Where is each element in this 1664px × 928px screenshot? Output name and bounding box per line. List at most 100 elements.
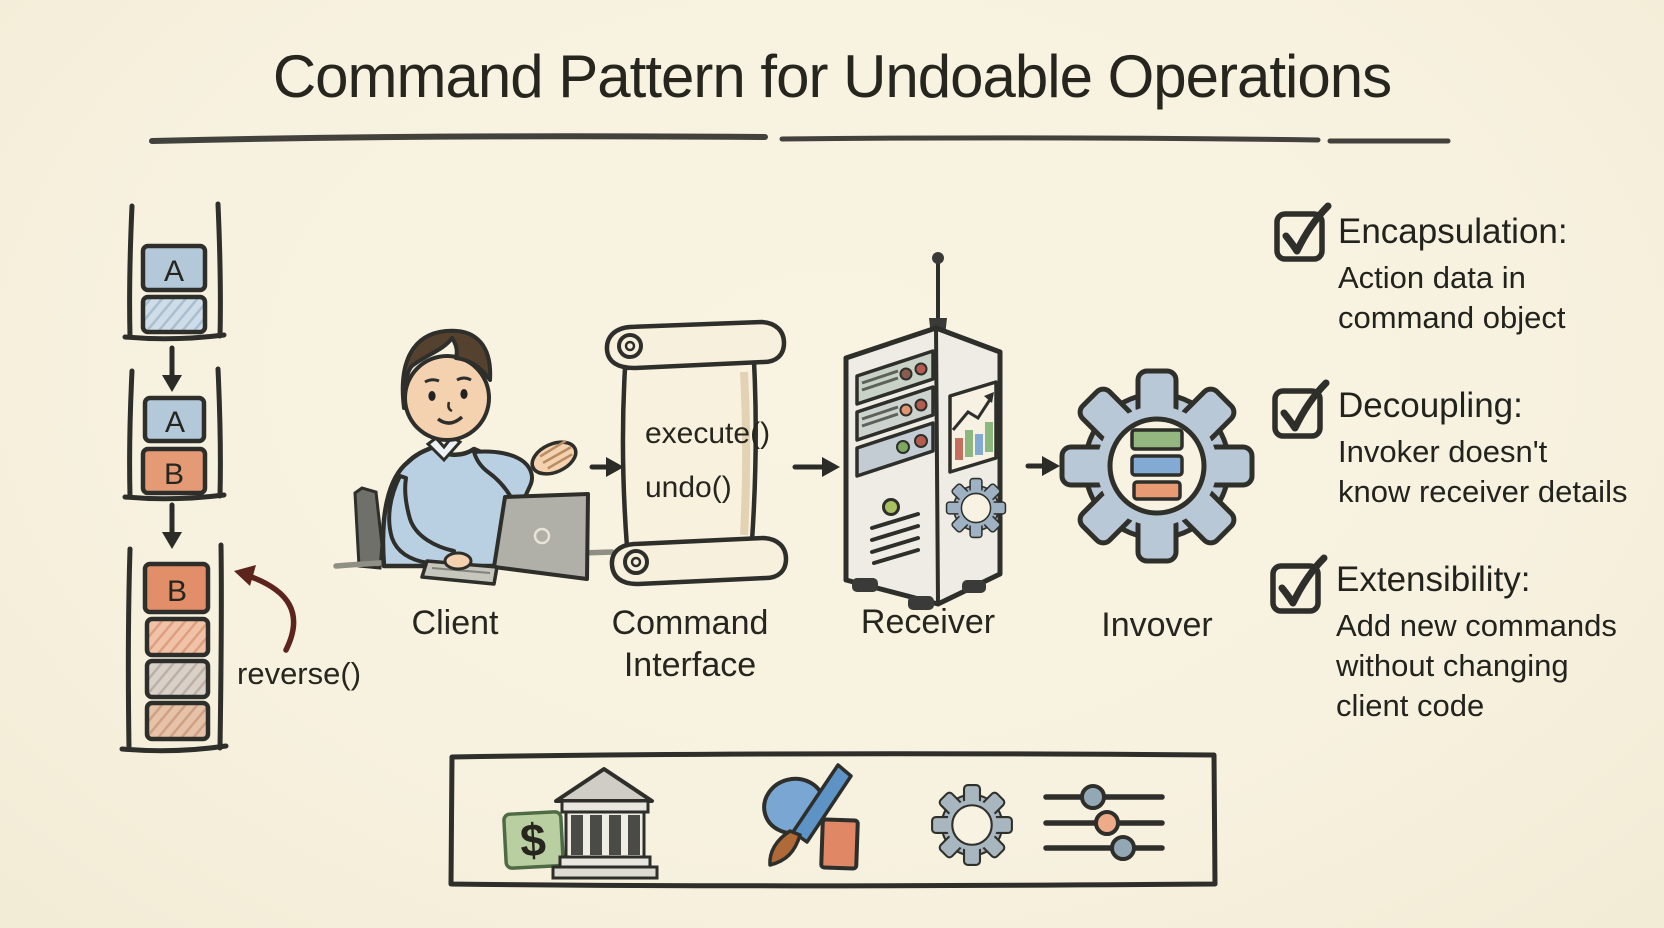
bank-pediment — [554, 767, 654, 803]
brush-handle — [791, 763, 853, 844]
benefit-encapsulation: Encapsulation: Action data in command ob… — [1338, 212, 1568, 338]
vents — [870, 512, 920, 565]
client-label: Client — [412, 604, 499, 642]
scroll-curl-inner — [624, 340, 636, 352]
receiver-server — [843, 252, 1007, 610]
scroll-curl — [617, 333, 643, 359]
stack-block-b — [142, 561, 211, 615]
eye — [460, 389, 468, 399]
laptop-logo — [533, 527, 551, 545]
scroll-curl — [623, 549, 649, 575]
scroll-body — [620, 359, 758, 550]
eye — [428, 391, 436, 401]
chart-bar — [965, 430, 973, 457]
flow-arrow-icon — [589, 457, 624, 477]
server-foot — [962, 580, 986, 593]
down-arrow-icon — [162, 502, 182, 549]
method-undo: undo() — [645, 471, 732, 504]
power-led — [882, 498, 900, 516]
paint-swatch — [819, 817, 860, 871]
bay-light — [899, 403, 913, 417]
checked-checkbox-icon — [1277, 206, 1328, 259]
key-row — [431, 567, 491, 574]
laptop-keyboard — [420, 559, 499, 586]
command-interface-label-1: Command — [612, 604, 769, 642]
invoker-label: Invover — [1101, 606, 1213, 644]
reverse-arrow-icon — [234, 565, 297, 653]
example-strip: $ — [448, 751, 1218, 889]
drive-bay — [855, 421, 935, 478]
benefit-heading: Encapsulation: — [1338, 212, 1568, 251]
receiver-label: Receiver — [861, 603, 995, 641]
benefit-line: Action data in — [1338, 260, 1526, 295]
scroll-top-roll — [604, 319, 787, 371]
dollar-bank-icon: $ — [502, 767, 659, 880]
slider-knob — [1080, 784, 1106, 810]
chair — [353, 486, 384, 570]
flow-arrow-icon — [1025, 456, 1060, 476]
palette-brush-icon — [762, 763, 860, 871]
chart-bar — [955, 438, 963, 460]
invoker-bar-green — [1130, 428, 1184, 451]
reverse-label: reverse() — [237, 656, 361, 691]
command-scroll: execute() undo() — [604, 319, 789, 587]
scroll-shading — [740, 371, 751, 536]
bay-light — [899, 367, 913, 381]
page-title: Command Pattern for Undoable Operations — [272, 43, 1392, 110]
bay-light — [914, 434, 928, 448]
chart-bar — [975, 434, 983, 455]
stack-block-a — [140, 243, 208, 293]
gear-sliders-icon — [931, 784, 1165, 866]
side-gear-icon — [945, 477, 1007, 539]
undo-stack-step-3: B — [119, 542, 229, 754]
undo-stack-step-2: A B — [122, 366, 227, 502]
checked-checkbox-icon — [1275, 383, 1326, 436]
down-arrow-icon — [162, 345, 182, 392]
stack-block-empty — [144, 658, 211, 700]
stack-block-empty — [140, 294, 208, 335]
hair — [400, 328, 493, 410]
bay-light — [896, 440, 910, 454]
trend-arrowhead — [984, 392, 994, 403]
smile — [436, 415, 464, 425]
stack-block-b — [140, 446, 208, 496]
benefit-line: command object — [1338, 300, 1566, 335]
nose — [447, 401, 453, 413]
stack-block-empty — [144, 616, 211, 658]
scroll-bottom-roll — [609, 535, 789, 587]
invoker-gear-icon — [1062, 371, 1252, 561]
laptop-screen — [492, 492, 590, 581]
benefit-line: Invoker doesn't — [1338, 434, 1548, 469]
checked-checkbox-icon — [1273, 558, 1324, 611]
trend-line — [951, 397, 993, 431]
stack-block-a — [142, 395, 207, 444]
benefit-heading: Decoupling: — [1338, 386, 1523, 425]
brow — [456, 376, 472, 382]
invoker-bar-orange — [1132, 480, 1182, 501]
head — [403, 354, 491, 442]
client-figure — [333, 328, 615, 586]
antenna-tip — [932, 252, 944, 264]
brow — [424, 378, 440, 384]
scroll-curl-inner — [630, 556, 642, 568]
open-hand — [530, 439, 578, 476]
command-interface-label-2: Interface — [624, 646, 756, 684]
benefit-line: Add new commands — [1336, 608, 1617, 643]
server-foot — [908, 596, 934, 610]
benefit-decoupling: Decoupling: Invoker doesn't know receive… — [1338, 386, 1627, 512]
flow-arrow-icon — [792, 457, 840, 477]
method-execute: execute() — [645, 417, 770, 450]
benefit-line: client code — [1336, 688, 1485, 723]
svg-text:$: $ — [519, 813, 547, 866]
brush-bristles — [768, 829, 802, 867]
stack-block-label: A — [164, 255, 184, 288]
benefit-extensibility: Extensibility: Add new commands without … — [1336, 560, 1617, 726]
bay-light — [914, 362, 928, 376]
typing-hand — [443, 551, 473, 571]
slider-knob — [1094, 810, 1120, 836]
benefit-line: without changing — [1336, 648, 1569, 683]
stack-block-empty — [144, 700, 211, 742]
stack-block-label: B — [167, 575, 187, 608]
